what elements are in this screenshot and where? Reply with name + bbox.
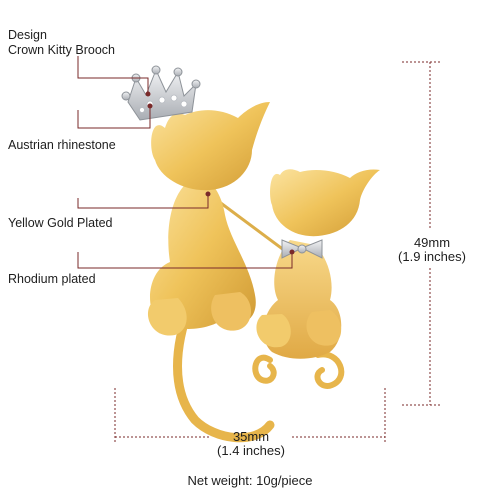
small-cat-left-paw xyxy=(256,314,291,348)
big-cat-front-paw xyxy=(147,298,187,336)
callout-line-rhinestone xyxy=(77,106,151,129)
rhodium-plated-label: Rhodium plated xyxy=(8,272,96,286)
small-cat-tail-right xyxy=(314,351,345,389)
small-cat-tail-left xyxy=(252,354,277,384)
callout-line-rhodium xyxy=(77,252,293,269)
height-inch-label: (1.9 inches) xyxy=(398,249,466,264)
crown xyxy=(121,65,201,121)
callout-lines xyxy=(77,56,295,269)
design-heading-label: Design xyxy=(8,28,47,42)
width-mm-label: 35mm xyxy=(232,429,270,444)
width-inch-label: (1.4 inches) xyxy=(217,443,285,458)
callout-line-gold xyxy=(77,194,209,209)
rhinestones xyxy=(139,94,188,113)
callout-line-design xyxy=(77,56,149,94)
rhinestone-label: Austrian rhinestone xyxy=(8,138,116,152)
small-cat-head xyxy=(270,169,380,237)
gold-plated-label: Yellow Gold Plated xyxy=(8,216,113,230)
big-cat-head xyxy=(151,102,270,191)
height-mm-label: 49mm xyxy=(413,235,451,250)
width-dimension xyxy=(114,388,386,444)
big-cat-tail xyxy=(173,300,275,443)
big-cat-back-paw xyxy=(211,292,252,331)
net-weight-label: Net weight: 10g/piece xyxy=(187,473,313,488)
big-cat-body xyxy=(150,175,256,329)
height-dimension xyxy=(402,61,440,406)
small-cat-right-paw xyxy=(306,310,342,346)
design-name-label: Crown Kitty Brooch xyxy=(8,43,115,57)
